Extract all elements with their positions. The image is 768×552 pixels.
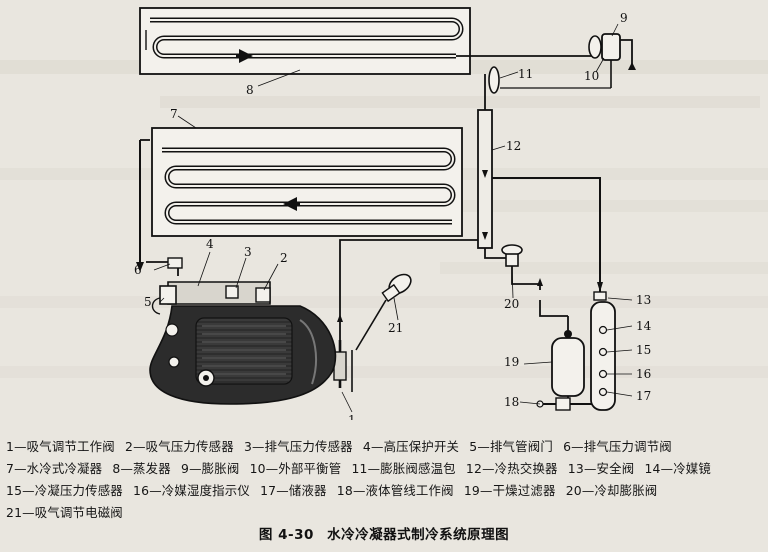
callout-6: 6 [134, 263, 142, 277]
callout-7: 7 [170, 107, 178, 121]
callout-15: 15 [636, 343, 651, 357]
callout-1: 1 [348, 413, 356, 420]
legend-item: 20—冷却膨胀阀 [565, 483, 658, 498]
legend-item: 11—膨胀阀感温包 [351, 461, 456, 476]
legend-item: 8—蒸发器 [112, 461, 171, 476]
legend-item: 13—安全阀 [567, 461, 635, 476]
legend-item: 7—水冷式冷凝器 [6, 461, 103, 476]
receiver [590, 301, 616, 411]
cooling-expansion-valve [484, 244, 568, 317]
legend-item: 9—膨胀阀 [180, 461, 240, 476]
leader-lines [153, 23, 633, 413]
liquid-line-service-valve [536, 397, 592, 411]
parts-legend: 1—吸气调节工作阀 2—吸气压力传感器 3—排气压力传感器 4—高压保护开关 5… [6, 436, 762, 524]
suction-regulating-solenoid-valve [355, 273, 412, 351]
legend-item: 2—吸气压力传感器 [124, 439, 234, 454]
legend-item: 18—液体管线工作阀 [336, 483, 454, 498]
legend-item: 14—冷媒镜 [644, 461, 711, 476]
legend-item: 3—排气压力传感器 [243, 439, 353, 454]
legend-item: 15—冷凝压力传感器 [6, 483, 123, 498]
legend-item: 5—排气管阀门 [469, 439, 553, 454]
callout-18: 18 [504, 395, 519, 409]
refrigeration-system-diagram: 1 2 3 4 5 6 7 8 9 10 11 12 13 14 15 16 1… [134, 7, 652, 420]
legend-item: 16—冷媒湿度指示仪 [133, 483, 250, 498]
expansion-valve [588, 33, 636, 88]
callout-16: 16 [636, 367, 651, 381]
callout-9: 9 [620, 11, 628, 25]
callout-10: 10 [584, 69, 599, 83]
discharge-pressure-regulating-valve [136, 250, 183, 276]
callout-numbers: 1 2 3 4 5 6 7 8 9 10 11 12 13 14 15 16 1… [134, 11, 652, 420]
callout-19: 19 [504, 355, 519, 369]
legend-item: 21—吸气调节电磁阀 [6, 505, 123, 520]
legend-item: 1—吸气调节工作阀 [6, 439, 115, 454]
callout-14: 14 [636, 319, 652, 333]
suction-service-valve [333, 340, 353, 392]
callout-12: 12 [506, 139, 521, 153]
callout-8: 8 [246, 83, 254, 97]
safety-valve [593, 291, 607, 301]
callout-17: 17 [636, 389, 651, 403]
callout-5: 5 [144, 295, 152, 309]
legend-item: 17—储液器 [260, 483, 327, 498]
callout-11: 11 [518, 67, 533, 81]
callout-13: 13 [636, 293, 651, 307]
expansion-valve-bulb [488, 66, 500, 94]
figure-title: 水冷冷凝器式制冷系统原理图 [327, 527, 510, 543]
legend-item: 4—高压保护开关 [362, 439, 460, 454]
figure-number: 图 4-30 [258, 527, 314, 543]
figure-caption: 图 4-30 水冷冷凝器式制冷系统原理图 [0, 523, 768, 543]
callout-3: 3 [244, 245, 252, 259]
heat-exchanger [477, 74, 493, 249]
callout-2: 2 [280, 251, 288, 265]
legend-item: 12—冷热交换器 [465, 461, 558, 476]
legend-item: 6—排气压力调节阀 [563, 439, 672, 454]
callout-4: 4 [206, 237, 214, 251]
callout-21: 21 [388, 321, 403, 335]
callout-20: 20 [504, 297, 519, 311]
water-cooled-condenser [151, 127, 463, 237]
filter-dryer [551, 316, 585, 402]
evaporator [139, 7, 471, 75]
legend-item: 19—干燥过滤器 [463, 483, 556, 498]
legend-item: 10—外部平衡管 [249, 461, 342, 476]
compressor [149, 281, 337, 405]
